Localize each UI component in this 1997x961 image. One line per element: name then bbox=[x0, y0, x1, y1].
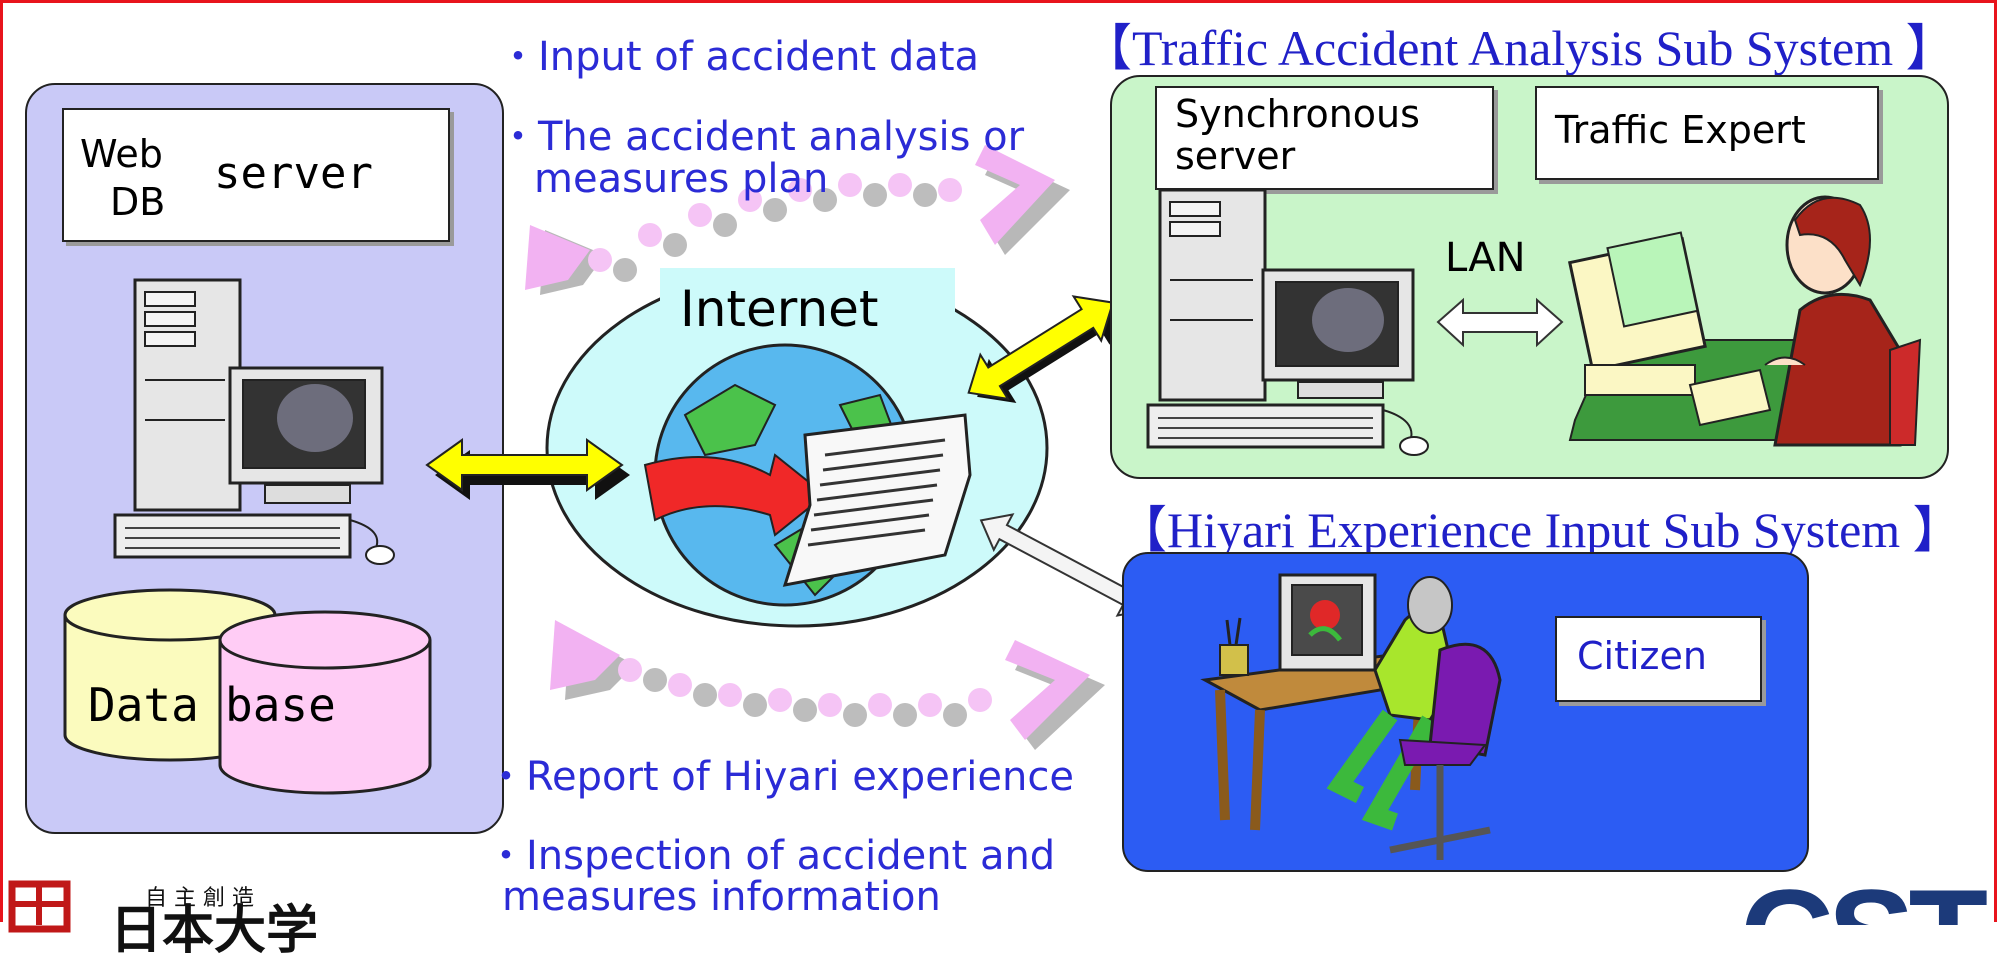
upper-dotted-arrow bbox=[525, 145, 1070, 295]
db-text: DB bbox=[110, 180, 166, 224]
lower-dotted-arrow bbox=[550, 620, 1105, 750]
sync-line2: server bbox=[1175, 134, 1296, 178]
university-emblem-icon bbox=[8, 880, 71, 933]
server-computer-icon bbox=[113, 278, 395, 565]
web-db-server-label: Web DB server bbox=[62, 108, 450, 242]
traffic-expert-label: Traffic Expert bbox=[1535, 86, 1879, 180]
sync-line1: Synchronous bbox=[1175, 92, 1420, 136]
lan-label: LAN bbox=[1445, 235, 1526, 281]
database-label-part1: Data bbox=[88, 678, 199, 732]
page-frame bbox=[0, 0, 1997, 922]
lan-double-arrow bbox=[1436, 297, 1564, 348]
database-icon bbox=[63, 588, 432, 795]
university-name: 日本大学 bbox=[110, 901, 319, 961]
internet-label: Internet bbox=[680, 280, 879, 338]
internet-label-box bbox=[660, 268, 955, 343]
university-motto: 自 主 創 造 bbox=[145, 886, 254, 911]
globe-icon bbox=[643, 343, 972, 607]
bullet-analysis-line2: measures plan bbox=[534, 156, 829, 202]
traffic-expert-text: Traffic Expert bbox=[1555, 108, 1806, 152]
cst-logo: CST bbox=[1740, 872, 1988, 925]
cst-logo-clip: CST bbox=[1740, 872, 1997, 925]
bullet-analysis-line1: ・The accident analysis or bbox=[498, 114, 1025, 160]
database-label-part2: base bbox=[225, 678, 336, 732]
hiyari-subsystem-title: 【Hiyari Experience Input Sub System 】 bbox=[1117, 502, 1963, 558]
traffic-accident-subsystem-title: 【Traffic Accident Analysis Sub System 】 bbox=[1082, 20, 1956, 76]
citizen-label: Citizen bbox=[1555, 616, 1762, 702]
left-double-arrow bbox=[425, 438, 630, 500]
bullet-input-accident-data: ・Input of accident data bbox=[498, 34, 980, 80]
citizen-text: Citizen bbox=[1577, 634, 1707, 678]
bullet-inspection-line1: ・Inspection of accident and bbox=[486, 833, 1056, 879]
bullet-inspection-line2: measures information bbox=[502, 874, 941, 920]
web-text: Web bbox=[80, 132, 163, 176]
synchronous-server-icon bbox=[1146, 188, 1429, 456]
traffic-expert-person-icon bbox=[1567, 195, 1922, 447]
bullet-report-hiyari: ・Report of Hiyari experience bbox=[486, 754, 1074, 800]
synchronous-server-label: Synchronous server bbox=[1155, 86, 1494, 190]
citizen-person-icon bbox=[1200, 573, 1502, 860]
server-text: server bbox=[214, 148, 373, 199]
